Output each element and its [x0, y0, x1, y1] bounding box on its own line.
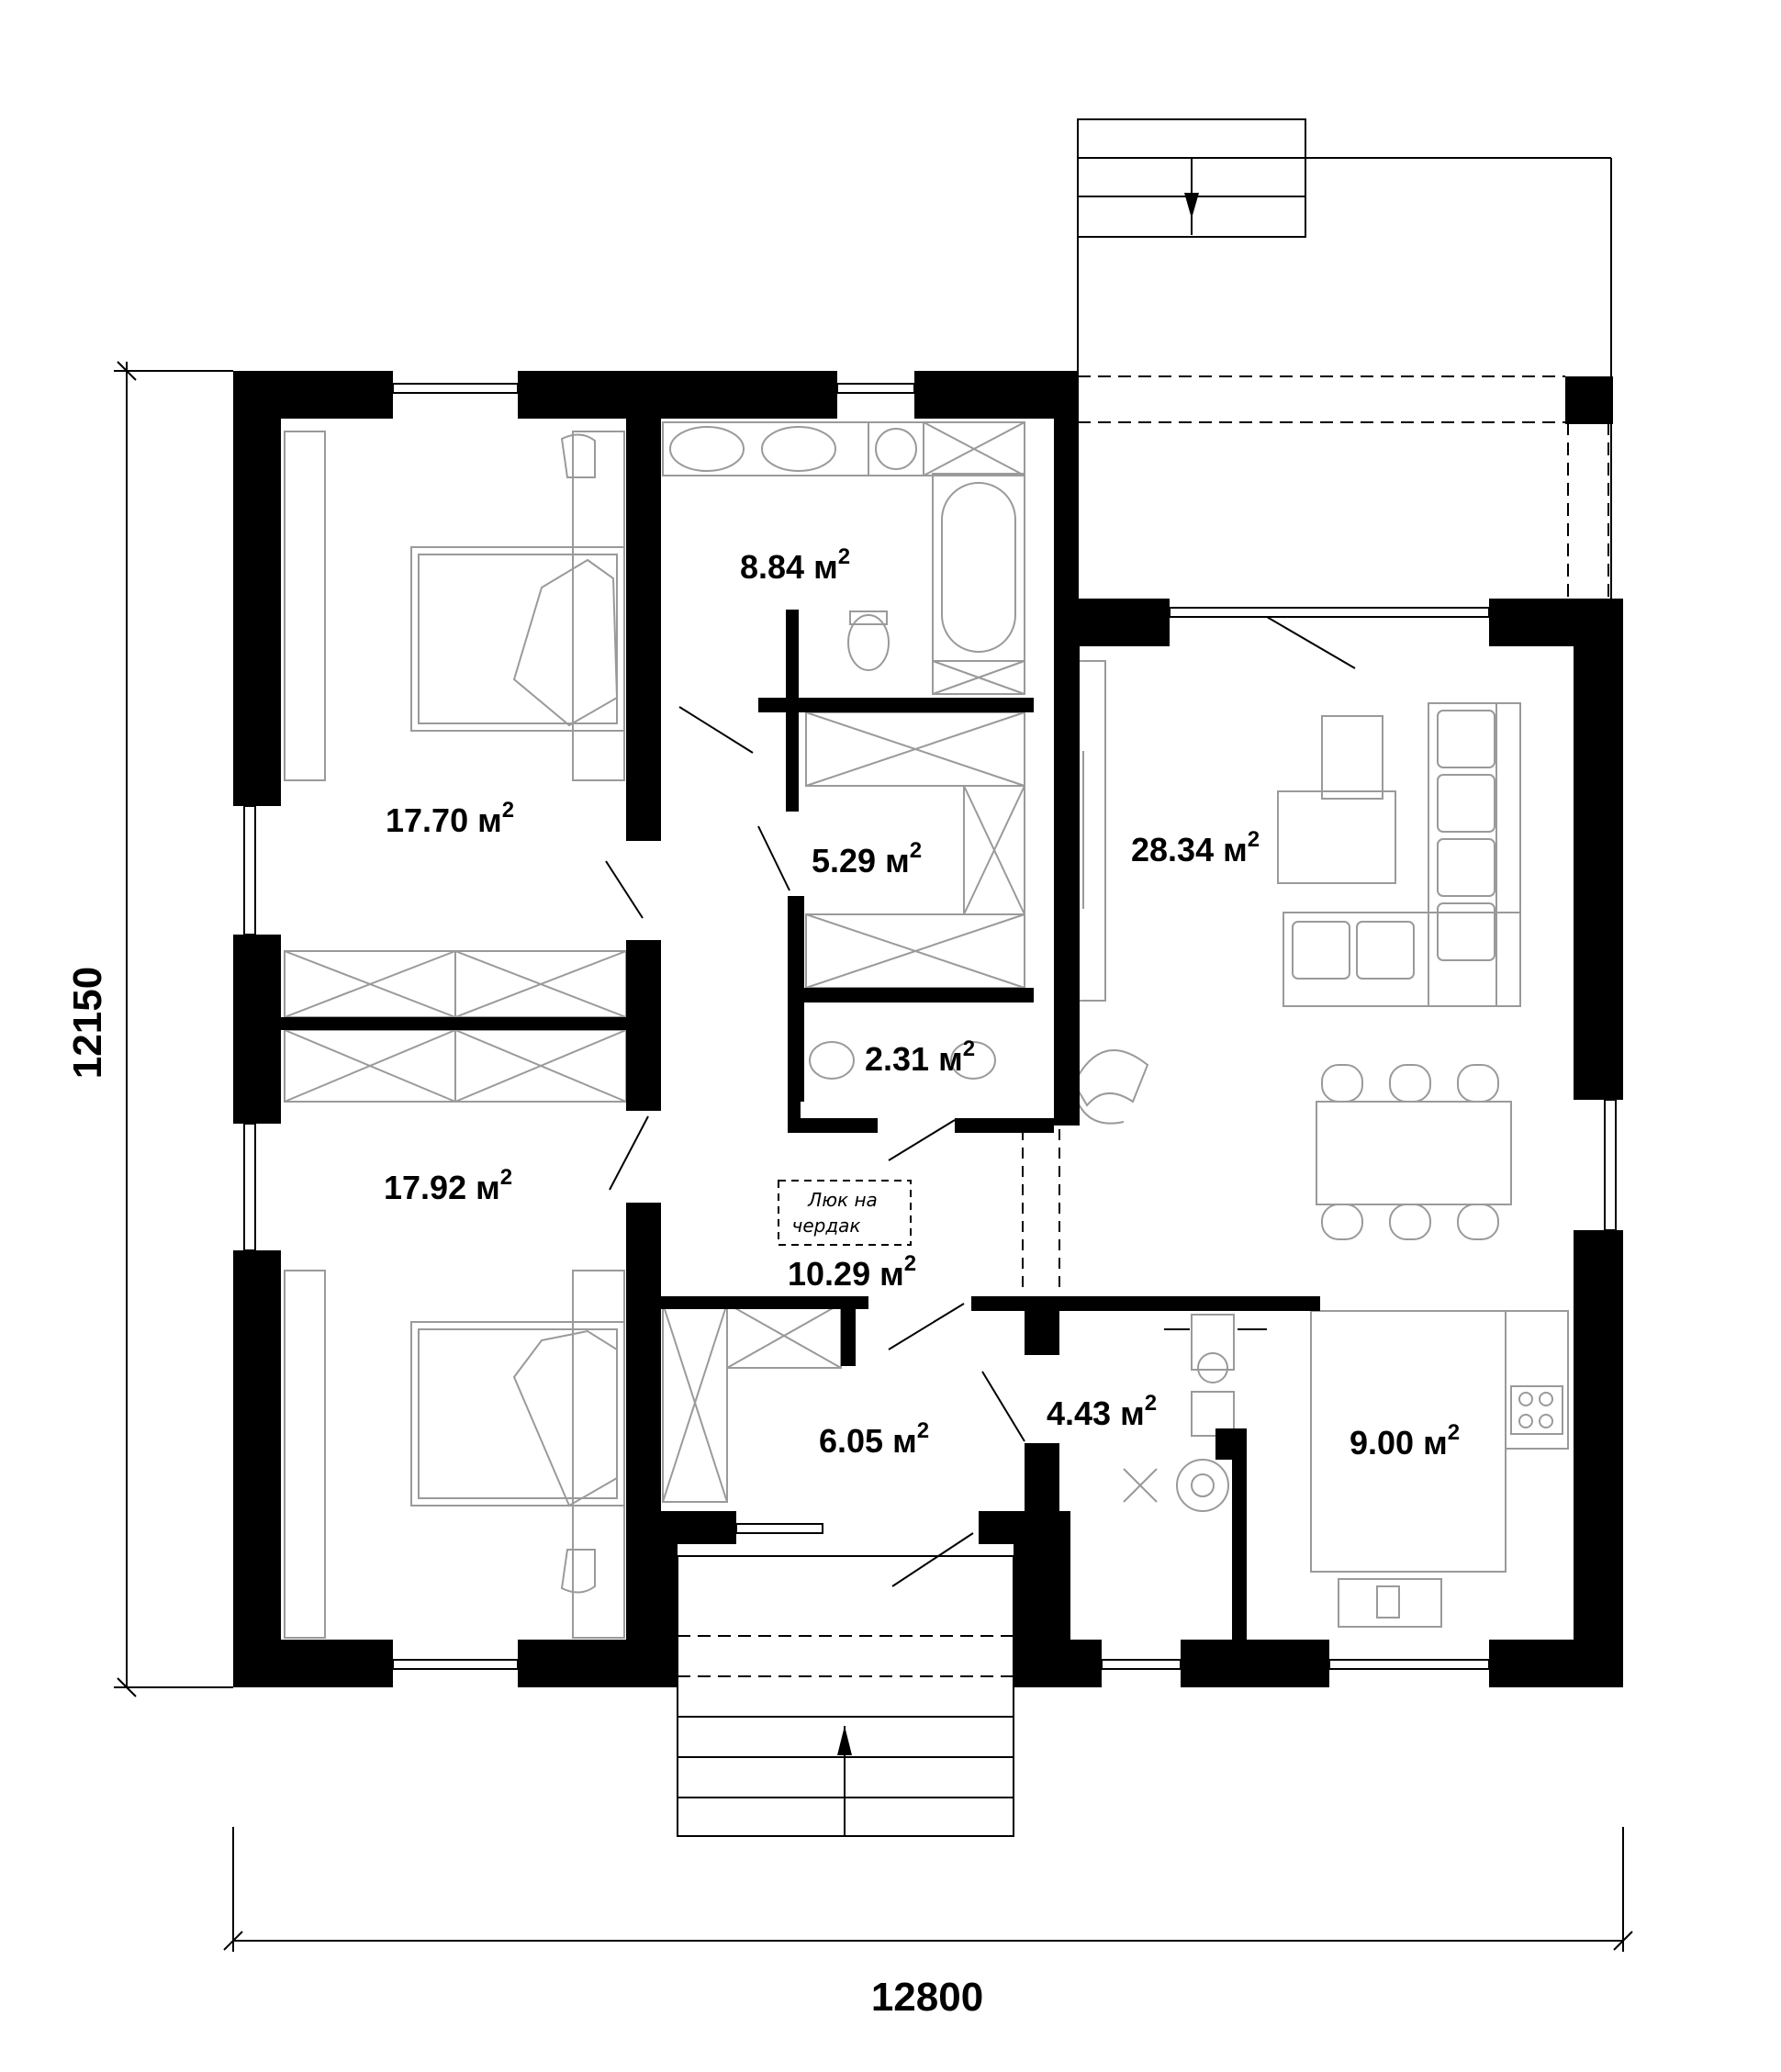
room-area-bedroom-top: 17.70 м2: [386, 798, 514, 839]
furniture: [284, 421, 1569, 1639]
room-area-bathroom: 8.84 м2: [740, 544, 850, 586]
doors: [605, 616, 1356, 1587]
windows: [243, 383, 1617, 1670]
room-area-wardrobe: 5.29 м2: [812, 838, 922, 879]
entrance-steps: [677, 1555, 1014, 1837]
room-area-boiler: 4.43 м2: [1047, 1391, 1157, 1432]
attic-hatch-line1: Люк на: [807, 1189, 878, 1211]
room-area-entry: 6.05 м2: [819, 1418, 929, 1460]
attic-hatch-box: [778, 1180, 912, 1246]
room-area-living: 28.34 м2: [1131, 827, 1260, 868]
walls: [233, 371, 1623, 1687]
entrance-arrow: [837, 1726, 852, 1755]
terrace-stair-arrow: [1184, 158, 1199, 235]
room-area-hall: 10.29 м2: [788, 1251, 916, 1293]
terrace-column: [1565, 376, 1613, 424]
terrace: [1077, 118, 1612, 599]
width-dimension: 12800: [871, 1975, 983, 2020]
room-area-kitchen: 9.00 м2: [1350, 1420, 1460, 1462]
attic-hatch-line2: чердак: [792, 1215, 861, 1237]
height-dimension: 12150: [65, 967, 110, 1079]
dimension-lines: [114, 361, 1633, 1952]
room-area-toilet: 2.31 м2: [865, 1036, 975, 1078]
room-area-bedroom-bottom: 17.92 м2: [384, 1165, 512, 1206]
